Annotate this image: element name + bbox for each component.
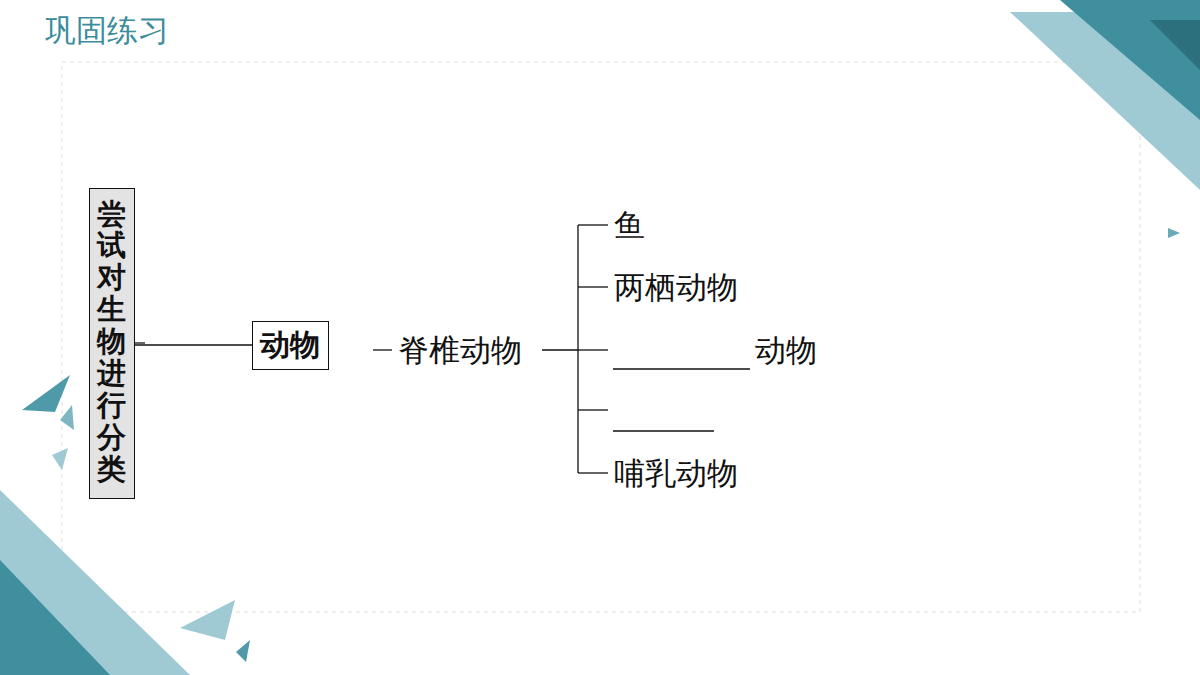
small-triangle	[236, 640, 250, 662]
class-label: 两栖动物	[614, 272, 738, 303]
tree-bracket	[135, 225, 750, 473]
class-label: 哺乳动物	[614, 458, 738, 489]
connector	[135, 344, 252, 345]
blank-line	[613, 368, 750, 369]
class-suffix: 动物	[755, 335, 817, 366]
small-triangle	[52, 448, 68, 470]
corner-stripes	[0, 490, 190, 675]
node-text: 动物	[260, 327, 321, 363]
corner-triangle	[1060, 0, 1200, 120]
corner-triangle	[0, 560, 110, 675]
slide-title: 巩固练习	[45, 10, 169, 52]
small-triangle	[1168, 228, 1180, 238]
small-triangle	[22, 375, 70, 412]
blank-line	[613, 430, 714, 431]
category-box: 尝试对生物进行分类	[89, 188, 135, 499]
class-label: 鱼	[614, 210, 645, 241]
branch-label: 脊椎动物	[398, 335, 522, 366]
node-text: 尝试对生物进行分类	[97, 199, 126, 486]
small-triangle	[60, 405, 74, 430]
corner-stripes	[1010, 12, 1200, 190]
small-triangle	[180, 600, 235, 640]
group-box: 动物	[252, 321, 329, 370]
corner-triangle	[1150, 20, 1200, 70]
dashed-frame	[62, 62, 1140, 612]
